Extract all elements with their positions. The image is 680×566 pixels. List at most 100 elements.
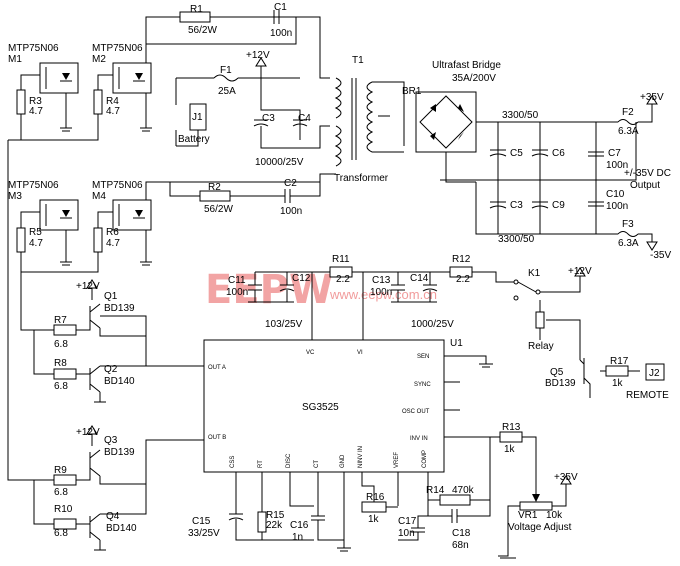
label-c1: C1: [274, 2, 287, 13]
pin-out-a: OUT A: [208, 365, 226, 371]
label-c6: C6: [552, 148, 565, 159]
label-bridge-1: Ultrafast Bridge: [432, 60, 501, 71]
label-r7: R7: [54, 315, 67, 326]
pin-comp: COMP: [422, 450, 428, 468]
watermark-logo: EEPW: [205, 267, 333, 313]
label-battery: Battery: [178, 134, 210, 145]
label-q2-type: BD140: [104, 376, 135, 387]
label-m2-type: MTP75N06: [92, 43, 143, 54]
label-q4-type: BD140: [106, 523, 137, 534]
label-c17: C17: [398, 516, 417, 527]
label-q4: Q4: [106, 511, 120, 522]
label-q2: Q2: [104, 364, 118, 375]
driver-a: [33, 279, 204, 403]
label-k1: K1: [528, 268, 541, 279]
label-r4: R4: [106, 96, 119, 107]
resistor-r5: [16, 227, 26, 253]
label-c16: C16: [290, 520, 309, 531]
pin-css: CSS: [230, 456, 236, 468]
label-c10-value: 100n: [606, 201, 628, 212]
label-m3-type: MTP75N06: [8, 180, 59, 191]
pin-out-b: OUT B: [208, 435, 226, 441]
label-transformer: Transformer: [334, 173, 389, 184]
label-c15-value: 33/25V: [188, 528, 220, 539]
label-r7-value: 6.8: [54, 339, 68, 350]
label-r10: R10: [54, 504, 73, 515]
mosfet-m3: [39, 199, 79, 266]
label-bridge-2: 35A/200V: [452, 73, 496, 84]
label-j2: J2: [649, 368, 660, 379]
label-12v-d: +12V: [76, 427, 100, 438]
mosfet-m2: [112, 48, 152, 132]
pin-sen: SEN: [417, 354, 429, 360]
gate-drive-bus: [7, 140, 34, 481]
label-r12: R12: [452, 254, 471, 265]
label-f1: F1: [220, 65, 232, 76]
label-r1-value: 56/2W: [188, 25, 217, 36]
pin-sync: SYNC: [414, 382, 431, 388]
label-m1: M1: [8, 54, 22, 65]
label-r16: R16: [366, 492, 385, 503]
label-voltage-adjust: Voltage Adjust: [508, 522, 572, 533]
label-3300-a: 3300/50: [502, 110, 539, 121]
snubber-top: [145, 10, 330, 79]
label-m4-type: MTP75N06: [92, 180, 143, 191]
label-q3-type: BD139: [104, 447, 135, 458]
label-r13: R13: [502, 422, 521, 433]
label-c18: C18: [452, 528, 471, 539]
resistor-r4: [93, 89, 103, 115]
label-m2: M2: [92, 54, 106, 65]
label-c1-value: 100n: [270, 28, 292, 39]
label-t1: T1: [352, 55, 364, 66]
transformer-t1: [306, 77, 405, 197]
label-r15-value: 22k: [266, 520, 283, 531]
label-r6: R6: [106, 227, 119, 238]
label-m4: M4: [92, 191, 106, 202]
label-f1-value: 25A: [218, 86, 236, 97]
label-c11: C11: [228, 275, 246, 286]
label-r17: R17: [610, 356, 629, 367]
label-m3: M3: [8, 191, 22, 202]
label-c3-b: C3: [510, 200, 523, 211]
label-cap-1000: 1000/25V: [411, 319, 454, 330]
label-c11-value: 100n: [226, 287, 248, 298]
label-vr1-value: 10k: [546, 510, 563, 521]
label-r5-value: 4.7: [29, 238, 43, 249]
label-vr1: VR1: [518, 510, 538, 521]
label-r11: R11: [332, 254, 350, 265]
ic-sg3525: [203, 339, 445, 473]
label-12v-c: +12V: [76, 281, 100, 292]
label-minus35: -35V: [650, 250, 671, 261]
label-3300-b: 3300/50: [498, 234, 535, 245]
label-r9-value: 6.8: [54, 487, 68, 498]
feedback-network: [361, 431, 572, 559]
label-r1: R1: [190, 4, 203, 15]
label-c12: C12: [292, 273, 311, 284]
watermark-url: www.eepw.com.cn: [329, 287, 437, 302]
label-q5-type: BD139: [545, 378, 576, 389]
label-c5: C5: [510, 148, 523, 159]
label-c16-value: 1n: [292, 532, 303, 543]
label-c15: C15: [192, 516, 211, 527]
label-r10-value: 6.8: [54, 528, 68, 539]
pin-inv-in: INV IN: [410, 436, 428, 442]
pin-vi: VI: [357, 350, 363, 356]
mosfet-m4: [112, 181, 320, 266]
label-r5: R5: [29, 227, 42, 238]
label-r13-value: 1k: [504, 444, 516, 455]
label-12v-a: +12V: [246, 50, 270, 61]
label-r8: R8: [54, 358, 67, 369]
connector-j2: [645, 363, 665, 381]
pin-vref: VREF: [394, 452, 400, 468]
bridge-rectifier-br1: [415, 91, 596, 183]
label-c17-value: 10n: [398, 528, 415, 539]
label-u1: U1: [450, 338, 463, 349]
label-c13: C13: [372, 275, 391, 286]
ic-name: SG3525: [302, 402, 339, 413]
pin-disc: DISC: [286, 453, 292, 468]
label-m1-type: MTP75N06: [8, 43, 59, 54]
label-c7-value: 100n: [606, 160, 628, 171]
battery-input: [175, 57, 330, 149]
label-plus35-b: +35V: [554, 472, 578, 483]
